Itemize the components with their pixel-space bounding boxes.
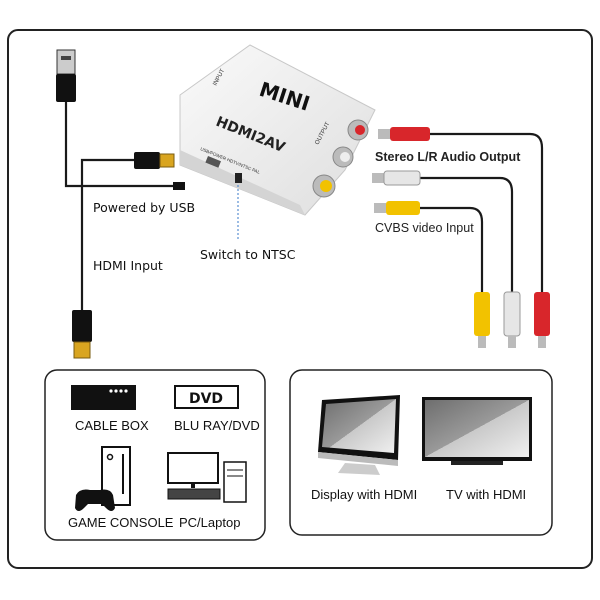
yellow-rca-cable	[420, 206, 484, 292]
switch-ntsc-label: Switch to NTSC	[200, 247, 296, 262]
display-label-monitor: Display with HDMI	[311, 487, 417, 502]
rca-plugs-output-side	[474, 291, 550, 348]
rca-plugs-device-side	[372, 127, 430, 215]
usb-plug-icon	[56, 49, 76, 102]
usb-cable	[64, 100, 185, 188]
source-label-game-console: GAME CONSOLE	[68, 515, 174, 530]
hdmi-plug-top-icon	[134, 152, 175, 169]
tv-icon	[422, 397, 532, 465]
usb-power-port	[205, 156, 221, 168]
hdmi-plug-bottom-icon	[72, 310, 92, 359]
source-label-cable-box: CABLE BOX	[75, 418, 149, 433]
red-rca-cable	[430, 132, 544, 292]
red-rca-jack	[355, 125, 365, 135]
cables	[64, 100, 544, 310]
monitor-icon	[318, 395, 400, 475]
video-input-label: CVBS video Input	[375, 221, 474, 235]
hdmi-cable	[80, 158, 138, 310]
dvd-player-icon: DVD	[174, 385, 239, 409]
display-label-tv: TV with HDMI	[446, 487, 526, 502]
game-console-icon	[75, 446, 131, 511]
hdmi2av-converter: MINI HDMI2AV OUTPUT INPUT USB/POWER HDTV…	[179, 44, 376, 216]
white-rca-jack	[340, 152, 350, 162]
ntsc-pal-switch[interactable]	[235, 173, 242, 183]
dvd-icon-text: DVD	[189, 391, 223, 407]
cable-box-icon	[71, 385, 136, 410]
hdmi-input-label: HDMI Input	[93, 258, 163, 273]
white-rca-cable	[420, 176, 514, 292]
usb-micro-plug-icon	[173, 182, 185, 190]
yellow-rca-jack	[320, 180, 332, 192]
hdmi-displays-panel: Display with HDMI TV with HDMI	[289, 369, 553, 536]
source-label-pc-laptop: PC/Laptop	[179, 515, 240, 530]
source-label-dvd: BLU RAY/DVD	[174, 418, 260, 433]
audio-output-label: Stereo L/R Audio Output	[375, 150, 521, 164]
hdmi-sources-panel: CABLE BOX DVD BLU RAY/DVD GAME CONSOLE P…	[44, 369, 266, 541]
desktop-pc-icon	[167, 452, 247, 503]
usb-power-label: Powered by USB	[93, 200, 195, 215]
